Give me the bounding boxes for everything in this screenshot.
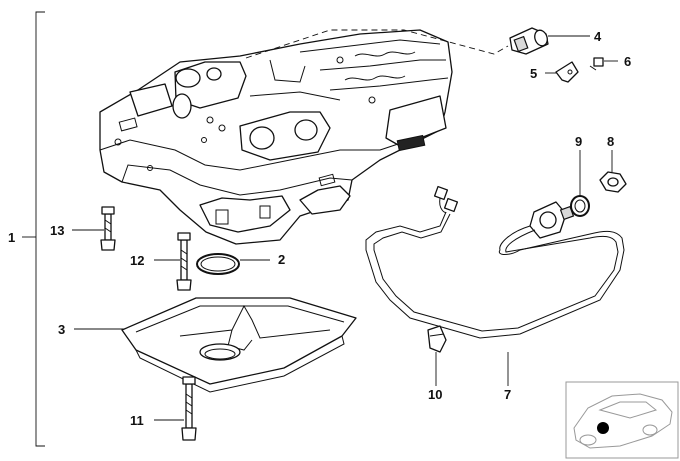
callout-7: 7 bbox=[504, 387, 511, 402]
part-8-nut bbox=[599, 150, 627, 193]
part-10-clip bbox=[427, 325, 447, 386]
callout-6: 6 bbox=[624, 54, 631, 69]
part-5-clip bbox=[545, 61, 579, 83]
part-7-wiring-harness bbox=[365, 185, 625, 386]
vehicle-locator-thumbnail bbox=[565, 381, 679, 459]
callout-5: 5 bbox=[530, 66, 537, 81]
callout-4: 4 bbox=[594, 29, 602, 44]
valve-body bbox=[99, 29, 453, 245]
callout-10: 10 bbox=[428, 387, 442, 402]
callout-1: 1 bbox=[8, 230, 15, 245]
part-12-bolt bbox=[154, 232, 192, 291]
location-marker-icon bbox=[597, 422, 609, 434]
callout-11: 11 bbox=[130, 413, 144, 428]
callout-8: 8 bbox=[607, 134, 614, 149]
callout-9: 9 bbox=[575, 134, 582, 149]
part-9-o-ring bbox=[570, 150, 590, 217]
part-13-bolt bbox=[72, 206, 116, 251]
reference-line bbox=[245, 29, 509, 59]
part-11-bolt bbox=[154, 376, 197, 441]
callout-3: 3 bbox=[58, 322, 65, 337]
callout-2: 2 bbox=[278, 252, 285, 267]
part-3-oil-pan bbox=[74, 297, 357, 393]
part-2-gasket-ring bbox=[196, 253, 270, 275]
assembly-bracket bbox=[22, 11, 45, 447]
part-6-screw bbox=[589, 57, 618, 71]
part-4-solenoid bbox=[509, 27, 590, 55]
callout-13: 13 bbox=[50, 223, 64, 238]
callout-12: 12 bbox=[130, 253, 144, 268]
